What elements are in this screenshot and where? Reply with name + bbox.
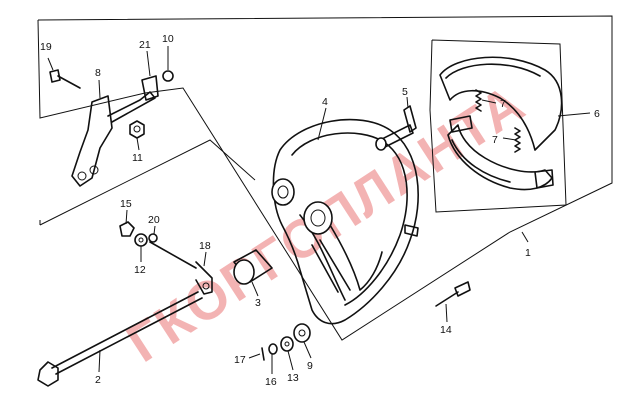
label-5: 5 [402,86,408,98]
label-4: 4 [322,96,328,108]
brake-cam [375,105,417,151]
label-15: 15 [120,198,132,210]
label-11: 11 [132,152,143,164]
label-1: 1 [525,247,531,259]
nut-10 [162,70,174,82]
washer-12 [134,233,148,247]
leader-lines [47,46,591,374]
label-14: 14 [440,324,452,336]
label-7b: 7 [492,134,498,146]
nut-15 [119,221,135,237]
label-2: 2 [95,374,101,386]
label-3: 3 [255,297,261,309]
bolt-14 [435,281,471,307]
washer-16 [268,343,278,355]
label-18: 18 [199,240,211,252]
label-13: 13 [287,372,299,384]
part-labels: 19 8 21 10 11 4 5 6 7 7 1 15 20 18 12 3 … [40,33,600,388]
cotter-pin-17 [261,347,265,361]
label-6: 6 [594,108,600,120]
assembly-outline [37,15,613,341]
label-12: 12 [134,264,146,276]
label-8: 8 [95,67,101,79]
label-17: 17 [234,354,246,366]
nut-9 [293,323,311,343]
label-16: 16 [265,376,277,388]
axle [37,291,203,387]
bolt-19 [49,69,81,89]
brake-rod [149,241,213,295]
label-21: 21 [139,39,151,51]
washer-13 [280,336,294,352]
label-9: 9 [307,360,313,372]
pin-20 [148,233,158,243]
label-20: 20 [148,214,160,226]
brake-shoes [439,56,563,191]
nut-11 [129,120,145,139]
brake-panel [271,118,419,325]
label-19: 19 [40,41,52,53]
label-7a: 7 [500,98,506,110]
brake-lever [71,75,159,187]
label-10: 10 [162,33,174,45]
spacer [233,249,273,285]
